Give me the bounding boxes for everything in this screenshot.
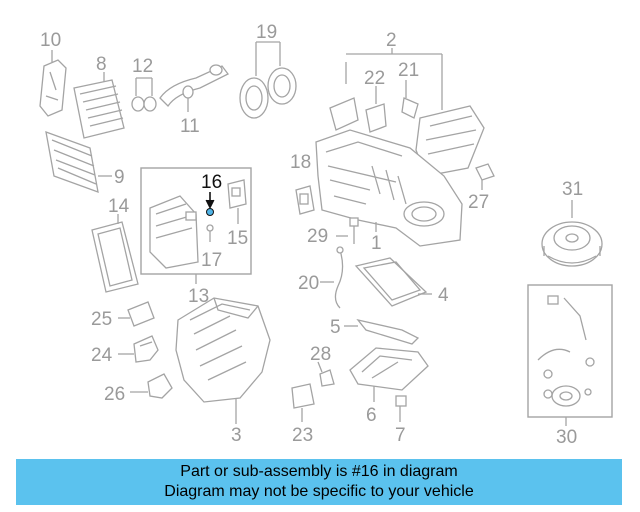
group-30-box <box>527 284 613 426</box>
part-21-link <box>401 80 419 119</box>
callout-13: 13 <box>188 286 209 307</box>
part-7-fastener <box>395 395 407 422</box>
part-17-pin <box>206 224 214 242</box>
banner-line-1: Part or sub-assembly is #16 in diagram <box>180 463 458 480</box>
part-6-cover <box>349 347 429 402</box>
callout-22: 22 <box>364 68 385 89</box>
part-22-actuator <box>365 86 387 133</box>
part-18-actuator <box>295 185 315 215</box>
callout-9: 9 <box>114 167 125 188</box>
callout-10: 10 <box>40 30 61 51</box>
callout-14: 14 <box>108 196 130 217</box>
callout-24: 24 <box>91 345 113 366</box>
part-15-actuator <box>227 179 247 224</box>
callout-15: 15 <box>227 228 248 249</box>
callout-20: 20 <box>298 273 319 294</box>
callout-23: 23 <box>292 425 313 446</box>
parts-diagram: 10 8 12 19 11 9 14 16 15 17 13 25 24 26 … <box>39 22 613 448</box>
callout-25: 25 <box>91 309 112 330</box>
callout-2: 2 <box>386 30 397 51</box>
callout-3: 3 <box>231 425 242 446</box>
callout-26: 26 <box>104 384 125 405</box>
callout-6: 6 <box>366 405 377 426</box>
callout-7: 7 <box>395 425 406 446</box>
callout-31: 31 <box>562 179 583 200</box>
part-2-leader <box>345 48 443 110</box>
part-3-heater-case <box>175 297 271 424</box>
part-28-clip <box>317 361 335 387</box>
group-13-box <box>140 167 252 284</box>
part-24-bracket <box>118 335 159 363</box>
callout-19: 19 <box>256 22 277 43</box>
callout-21: 21 <box>398 60 419 81</box>
part-13-evap-unit <box>149 195 199 269</box>
part-23-bracket <box>291 383 315 422</box>
part-20-drain <box>320 246 344 309</box>
part-30-blower-parts <box>537 295 595 407</box>
callout-16: 16 <box>201 172 222 193</box>
banner-line-2: Diagram may not be specific to your vehi… <box>164 483 474 500</box>
part-2-mode-door <box>329 97 485 177</box>
callout-11: 11 <box>180 116 200 137</box>
part-12-orings <box>131 77 157 112</box>
callout-4: 4 <box>438 285 449 306</box>
part-1-hvac-case <box>315 129 463 247</box>
callout-28: 28 <box>310 344 331 365</box>
part-5-seal <box>344 318 420 345</box>
callout-29: 29 <box>307 226 328 247</box>
callout-12: 12 <box>132 56 153 77</box>
part-8-evaporator <box>73 72 125 139</box>
part-26-bracket <box>130 373 173 399</box>
callout-8: 8 <box>96 54 107 75</box>
part-14-filter <box>91 214 139 293</box>
callout-27: 27 <box>468 192 489 213</box>
part-10-bracket <box>39 50 67 117</box>
part-29-screw <box>336 217 359 244</box>
callout-1: 1 <box>371 233 382 254</box>
part-11-pipe <box>159 64 229 112</box>
part-27-clip <box>475 163 495 190</box>
part-25-clip <box>118 301 155 327</box>
callout-5: 5 <box>330 317 341 338</box>
part-16-sensor <box>205 192 215 216</box>
callout-18: 18 <box>290 152 311 173</box>
part-9-heater-core <box>45 131 112 193</box>
callout-30: 30 <box>556 427 577 448</box>
info-banner: Part or sub-assembly is #16 in diagram D… <box>16 459 622 505</box>
callout-17: 17 <box>201 250 222 271</box>
part-31-blower-motor <box>541 200 603 267</box>
part-19-gaskets <box>239 41 297 119</box>
part-4-filter <box>354 257 432 307</box>
